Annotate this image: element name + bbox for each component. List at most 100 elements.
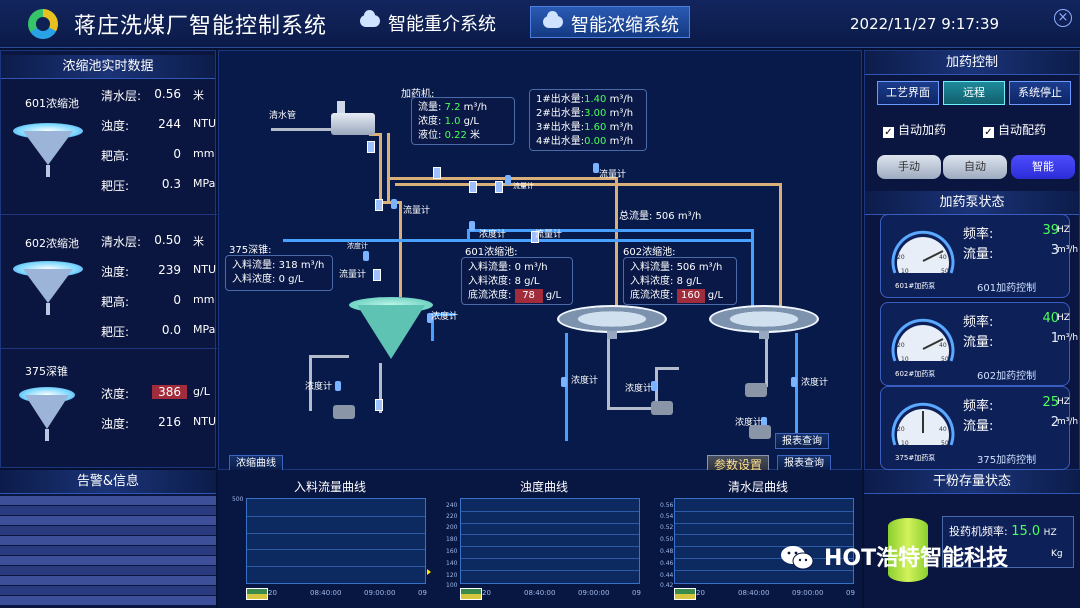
conc-meter-icon (791, 377, 797, 387)
conc-meter-label: 浓度计 (571, 376, 599, 386)
freq-value: 25 (1042, 395, 1059, 410)
dosing-hopper (337, 101, 345, 113)
valve[interactable] (367, 141, 375, 153)
thick-curve-button[interactable]: 浓缩曲线 (229, 455, 283, 471)
y-tick: 0.50 (660, 536, 674, 543)
x-tick: 20 (482, 589, 491, 597)
legend-icon[interactable] (246, 588, 268, 600)
system-stop-button[interactable]: 系统停止 (1009, 81, 1071, 105)
chemical-pipe (379, 133, 382, 203)
alarm-row[interactable] (0, 526, 216, 535)
x-tick: 20 (268, 589, 277, 597)
close-icon[interactable]: × (1054, 9, 1072, 27)
y-tick: 0.48 (660, 548, 674, 555)
pump-control-link[interactable]: 602加药控制 (977, 371, 1037, 382)
conc-meter-icon (427, 313, 433, 323)
underflow-pipe (607, 407, 667, 410)
valve[interactable] (495, 181, 503, 193)
auto-mixing-checkbox[interactable]: ✓自动配药 (983, 123, 1047, 138)
freq-value: 40 (1042, 311, 1059, 326)
alarm-row[interactable] (0, 536, 216, 545)
svg-text:50: 50 (941, 268, 949, 275)
svg-text:20: 20 (897, 254, 905, 261)
valve[interactable] (433, 167, 441, 179)
powder-info-box: 投药机频率: 15.0 HZ Kg (942, 516, 1074, 568)
total-flow: 总流量: 506 m³/h (619, 211, 702, 222)
dosing-machine[interactable] (331, 113, 375, 135)
gauge-label: 601#加药泵 (895, 282, 936, 290)
alarm-row[interactable] (0, 556, 216, 565)
cone375-title: 375深锥: (229, 245, 272, 256)
tab-thickening[interactable]: 智能浓缩系统 (530, 6, 690, 38)
valve[interactable] (375, 399, 383, 411)
deep-cone-icon (19, 387, 75, 445)
pump[interactable] (651, 401, 673, 415)
cone375-box: 入料流量: 318 m³/h 入料浓度: 0 g/L (225, 255, 333, 291)
overflow-pipe (565, 333, 568, 441)
svg-text:10: 10 (901, 440, 909, 447)
curve-feed-flow[interactable]: 入料流量曲线 500 20 08:40:00 09:00:00 09 (232, 478, 431, 606)
alarm-row[interactable] (0, 576, 216, 585)
alarm-row[interactable] (0, 516, 216, 525)
auto-mode-button[interactable]: 自动 (943, 155, 1007, 179)
legend-icon[interactable] (460, 588, 482, 600)
alarm-row[interactable] (0, 566, 216, 575)
pump[interactable] (745, 383, 767, 397)
panel-title: 加药泵状态 (865, 191, 1079, 215)
x-tick: 09 (846, 589, 855, 597)
process-view-button[interactable]: 工艺界面 (877, 81, 939, 105)
valve[interactable] (373, 269, 381, 281)
smart-mode-button[interactable]: 智能 (1011, 155, 1075, 179)
pump-control-link[interactable]: 601加药控制 (977, 283, 1037, 294)
chemical-pipe (369, 133, 381, 136)
legend-icon[interactable] (674, 588, 696, 600)
flow-meter-label: 流量计 (339, 270, 367, 280)
manual-mode-button[interactable]: 手动 (877, 155, 941, 179)
thickener-601[interactable] (557, 305, 667, 339)
svg-text:10: 10 (901, 356, 909, 363)
pump[interactable] (749, 425, 771, 439)
alarm-value: 160 (676, 289, 705, 303)
report-query-button[interactable]: 报表查询 (775, 433, 829, 449)
conc-meter-icon (561, 377, 567, 387)
pump-control-link[interactable]: 375加药控制 (977, 455, 1037, 466)
outlet-flow-box: 1#出水量:1.40 m³/h 2#出水量:3.00 m³/h 3#出水量:1.… (529, 89, 647, 151)
alarm-row[interactable] (0, 546, 216, 555)
thickener-602[interactable] (709, 305, 819, 339)
alarm-row[interactable] (0, 506, 216, 515)
alarm-row[interactable] (0, 596, 216, 605)
flow-label: 流量: (963, 419, 994, 434)
report-query-button[interactable]: 报表查询 (777, 455, 831, 471)
conc-meter-label: 浓度计 (801, 378, 829, 388)
curve-clear-layer[interactable]: 清水层曲线 0.56 0.54 0.52 0.50 0.48 0.46 0.44… (660, 478, 856, 606)
thickener-cone-icon (13, 261, 83, 319)
alarm-row[interactable] (0, 496, 216, 505)
flow-unit: m³/h (1057, 333, 1079, 343)
flow-meter-label: 流量计 (535, 230, 563, 240)
feed-pipe (283, 239, 753, 242)
curve-turbidity[interactable]: 浊度曲线 240 220 200 180 160 140 120 100 20 … (446, 478, 642, 606)
remote-button[interactable]: 远程 (943, 81, 1005, 105)
valve[interactable] (375, 199, 383, 211)
alarm-value: 386 (152, 385, 187, 399)
pump[interactable] (333, 405, 355, 419)
conc-meter-icon (651, 381, 657, 391)
valve[interactable] (531, 231, 539, 243)
cloud-icon (543, 11, 563, 28)
svg-text:20: 20 (897, 342, 905, 349)
alarm-row[interactable] (0, 586, 216, 595)
auto-dosing-checkbox[interactable]: ✓自动加药 (883, 123, 947, 138)
dosing-machine-box: 流量: 7.2 m³/h 浓度: 1.0 g/L 液位: 0.22 米 (411, 97, 515, 145)
valve[interactable] (469, 181, 477, 193)
tab-heavy-medium[interactable]: 智能重介系统 (348, 6, 506, 38)
gauge-label: 602#加药泵 (895, 370, 936, 378)
chemical-pipe (387, 133, 390, 203)
